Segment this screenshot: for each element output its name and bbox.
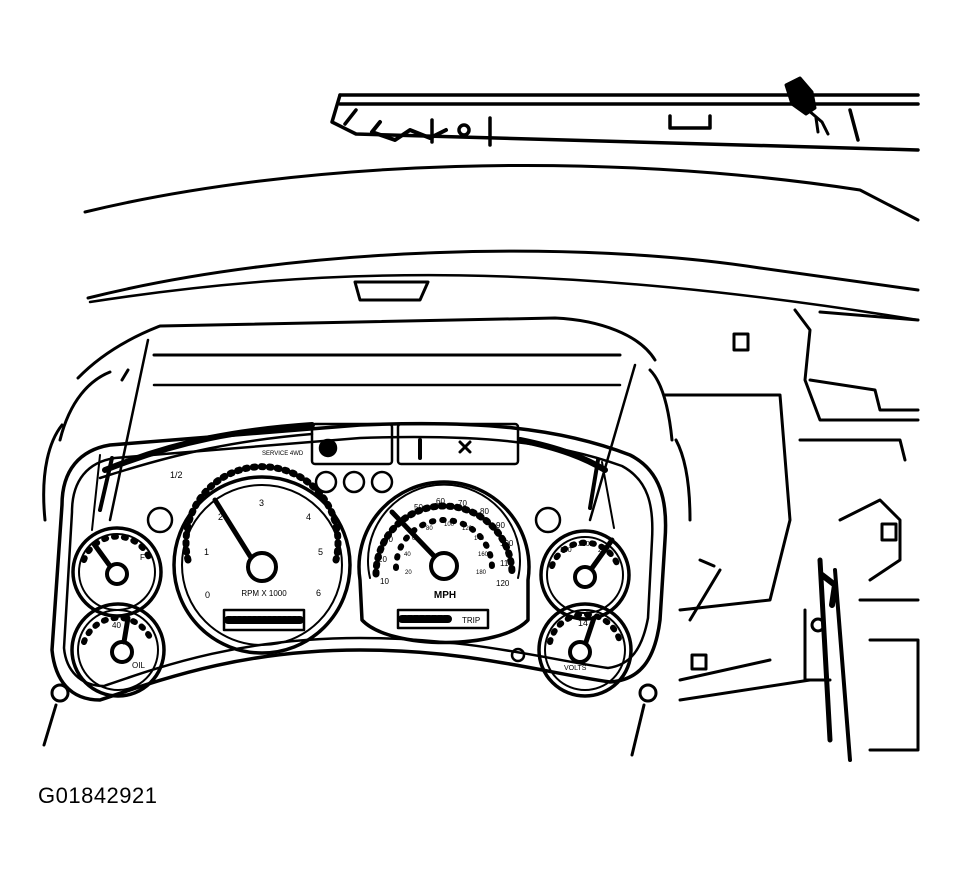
oil-pressure-gauge — [70, 602, 166, 698]
tach-tick-5: 5 — [318, 547, 323, 557]
upper-left-leader — [98, 456, 114, 512]
tachometer-needle — [212, 497, 253, 559]
warning-lamp-strip — [98, 422, 608, 663]
speed-tick-100: 100 — [500, 539, 514, 548]
km-tick-60: 60 — [412, 536, 419, 542]
speed-tick-30: 30 — [384, 535, 393, 544]
km-tick-80: 80 — [426, 526, 433, 532]
tach-tick-2: 2 — [218, 512, 223, 522]
voltmeter — [537, 602, 633, 698]
speed-tick-20: 20 — [378, 555, 387, 564]
km-tick-20: 20 — [405, 570, 412, 576]
tachometer-label: RPM X 1000 — [241, 589, 287, 598]
upper-right-leader — [588, 458, 600, 510]
speedometer — [357, 480, 531, 645]
fuel-gauge-needle — [91, 541, 113, 569]
service-4wd-label: SERVICE 4WD — [262, 451, 304, 457]
oil-tick-40: 40 — [112, 621, 121, 630]
km-tick-140: 140 — [474, 536, 485, 542]
speedometer-needle — [389, 509, 437, 559]
speedometer-label: MPH — [434, 590, 456, 601]
cluster-hood — [42, 316, 692, 522]
temperature-gauge — [539, 529, 631, 621]
volt-tick-14: 14 — [578, 618, 588, 628]
speed-tick-40: 40 — [396, 517, 405, 526]
fuel-gauge — [71, 526, 163, 618]
km-tick-40: 40 — [404, 552, 411, 558]
fuel-tick-half: 1/2 — [170, 470, 183, 480]
tach-tick-4: 4 — [306, 512, 311, 522]
speed-tick-10: 10 — [380, 577, 389, 586]
speed-tick-110: 110 — [500, 559, 513, 568]
speed-tick-90: 90 — [496, 521, 505, 530]
dash-top-contour — [83, 163, 920, 322]
temp-tick-210: 210 — [578, 541, 590, 548]
speed-tick-50: 50 — [414, 503, 423, 512]
temp-gauge-needle — [589, 537, 615, 571]
trip-label: TRIP — [462, 616, 480, 625]
volt-label: VOLTS — [564, 665, 587, 672]
fuel-tick-full: F — [140, 553, 145, 562]
speed-tick-120: 120 — [496, 579, 510, 588]
volt-gauge-needle — [583, 615, 597, 645]
speed-tick-70: 70 — [458, 499, 467, 508]
speed-tick-80: 80 — [480, 507, 489, 516]
km-tick-120: 120 — [462, 526, 473, 532]
tachometer — [172, 463, 352, 655]
temp-tick-160: 160 — [560, 547, 572, 554]
km-tick-180: 180 — [476, 570, 487, 576]
tach-tick-6: 6 — [316, 588, 321, 598]
mounting-screws — [42, 456, 658, 757]
oil-label: OIL — [132, 661, 145, 670]
tach-tick-3: 3 — [259, 498, 264, 508]
speed-tick-60: 60 — [436, 497, 445, 506]
gauge-labels: RPM X 1000 0 1 2 3 4 5 6 MPH TRIP 10 20 … — [112, 451, 610, 672]
temp-tick-260: 260 — [598, 547, 610, 554]
dash-right-structure — [663, 308, 920, 762]
figure-id-label: G01842921 — [38, 783, 158, 808]
mirror-mount — [784, 76, 830, 136]
km-tick-100: 100 — [444, 522, 455, 528]
km-tick-160: 160 — [478, 552, 489, 558]
windshield-trim — [330, 93, 920, 152]
tach-tick-1: 1 — [204, 547, 209, 557]
oil-gauge-needle — [121, 615, 131, 645]
defroster-vent — [353, 280, 430, 302]
tach-tick-0: 0 — [205, 590, 210, 600]
